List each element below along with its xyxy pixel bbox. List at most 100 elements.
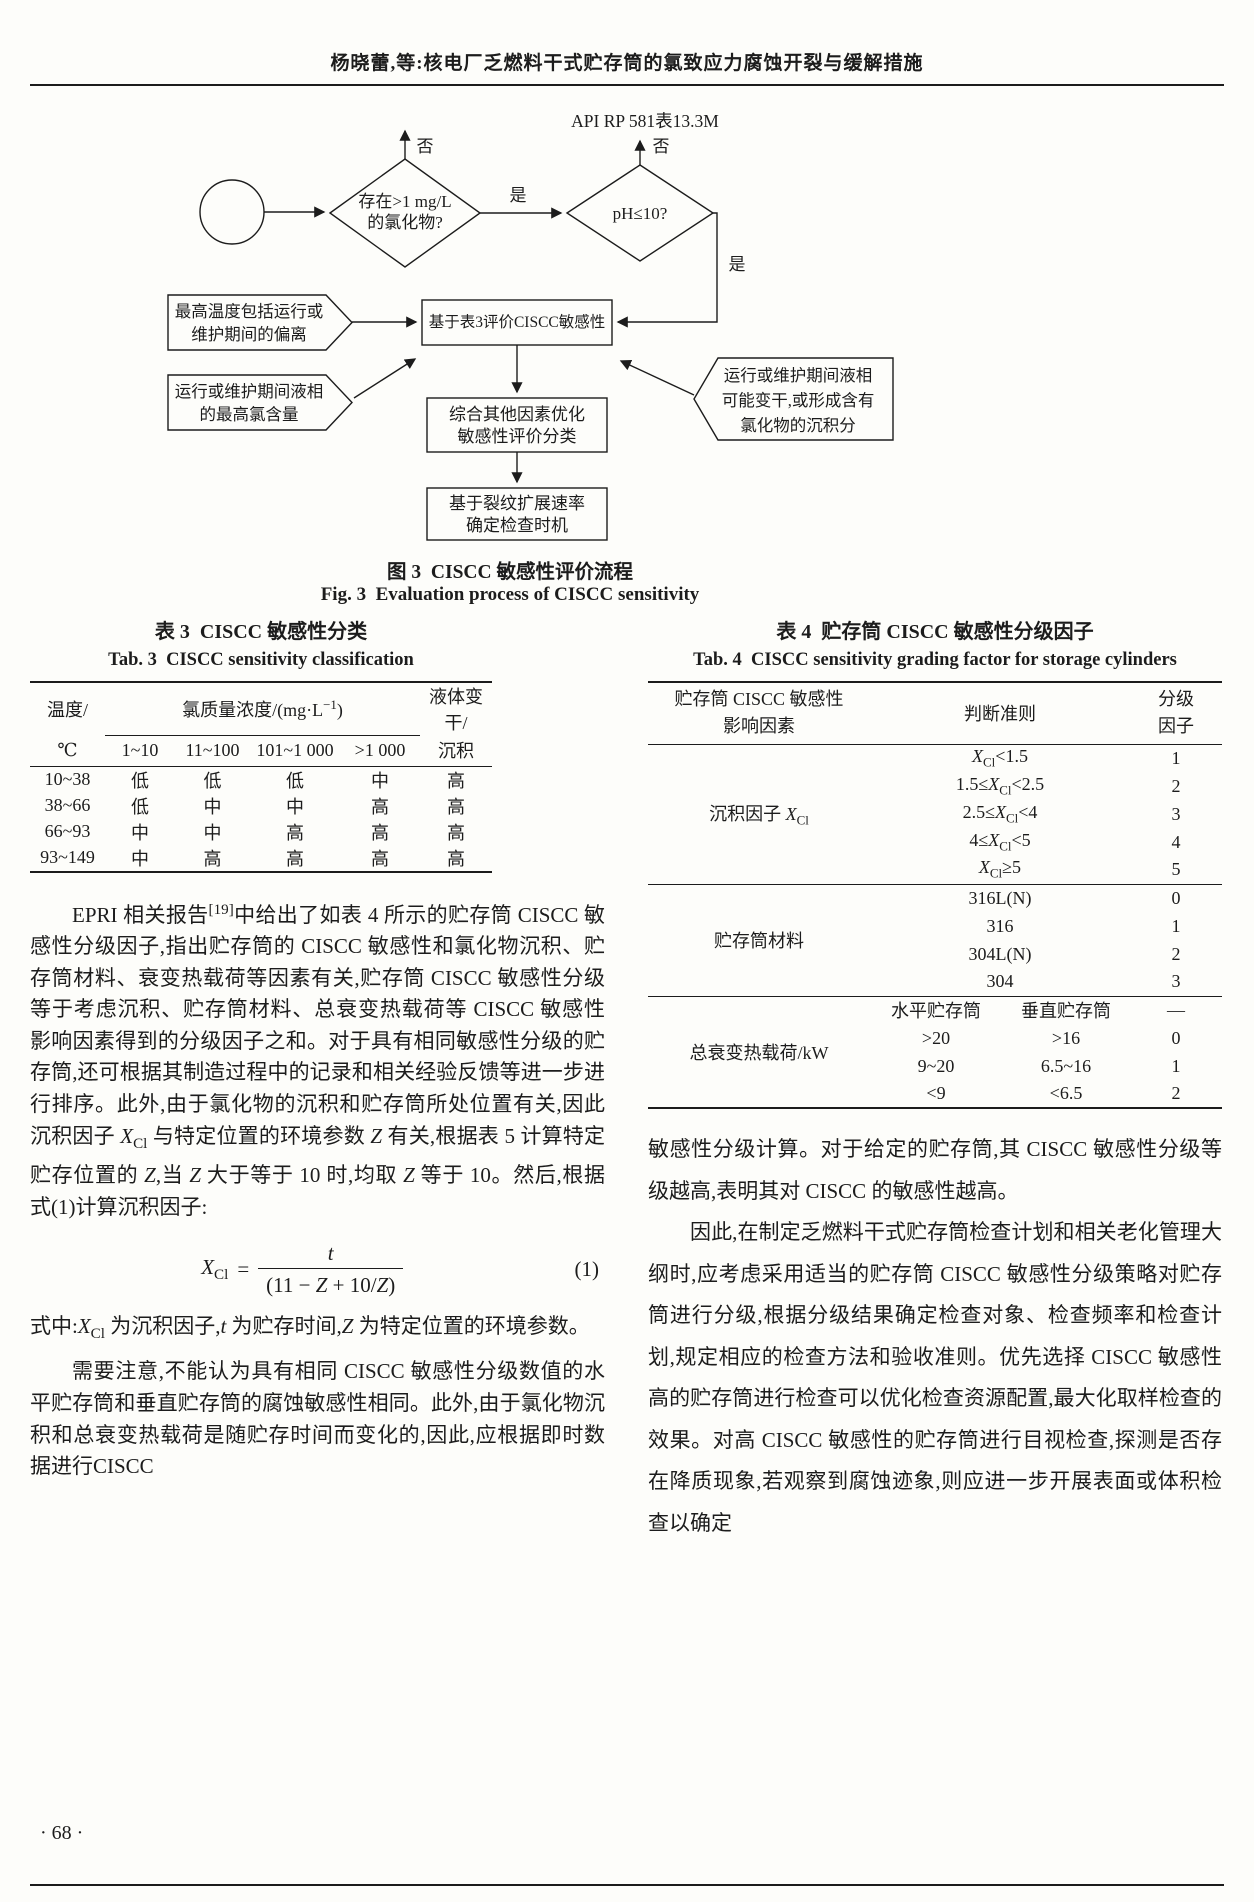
- body-paragraph: 需要注意,不能认为具有相同 CISCC 敏感性分级数值的水平贮存筒和垂直贮存筒的…: [30, 1359, 605, 1479]
- arrow-note2-diagonal: [353, 358, 417, 399]
- equals-sign: =: [237, 1256, 250, 1281]
- cell: 高: [447, 796, 465, 817]
- decision-chloride-line1: 存在>1 mg/L: [358, 192, 452, 211]
- cell: >16: [1051, 1027, 1081, 1048]
- header-grade-line2: 因子: [1158, 716, 1194, 737]
- note-max-chloride-shape: [167, 374, 353, 431]
- cell: 高: [447, 822, 465, 843]
- cell: XCl<1.5: [972, 745, 1028, 770]
- note-max-chloride-line1: 运行或维护期间液相: [174, 382, 324, 401]
- note-max-temp-shape: [167, 294, 353, 351]
- cell: 304L(N): [968, 943, 1032, 964]
- table4-row: 304 3: [648, 968, 1222, 996]
- arrow-ph-yes: [616, 212, 718, 328]
- note-liquid-dry-shape: [693, 357, 894, 441]
- cell: 1: [1171, 747, 1181, 768]
- cell: 304: [986, 971, 1014, 992]
- cell: 2: [1171, 943, 1181, 964]
- cell: 0: [1171, 1027, 1181, 1048]
- header-temp-unit: ℃: [30, 735, 105, 767]
- note-max-temp-text: 最高温度包括运行或 维护期间的偏离: [170, 300, 328, 346]
- cell: 中: [131, 822, 149, 843]
- left-column: 表 3 CISCC 敏感性分类 Tab. 3 CISCC sensitivity…: [30, 615, 605, 1483]
- cell: 2.5≤XCl<4: [962, 801, 1038, 826]
- process-optimize-line1: 综合其他因素优化: [449, 405, 585, 424]
- cell: >20: [921, 1027, 951, 1048]
- table4-row: 9~20 6.5~16 1: [648, 1052, 1222, 1080]
- body-paragraph: EPRI 相关报告[19]中给出了如表 4 所示的贮存筒 CISCC 敏感性分级…: [30, 901, 606, 1220]
- header-chloride: 氯质量浓度/(mg·L−1): [105, 682, 420, 736]
- table4-row: 1.5≤XCl<2.5 2: [648, 772, 1222, 800]
- cell: 9~20: [917, 1055, 955, 1076]
- header-range: 11~100: [175, 735, 250, 767]
- arrow-note-right-diagonal: [619, 360, 695, 396]
- label-yes-2: 是: [728, 255, 746, 274]
- body-paragraph: 因此,在制定乏燃料干式贮存筒检查计划和相关老化管理大纲时,应考虑采用适当的贮存筒…: [648, 1220, 1222, 1535]
- cell: 高: [371, 822, 389, 843]
- figure3-caption-en: Fig. 3 Evaluation process of CISCC sensi…: [320, 584, 700, 605]
- note-max-temp-line1: 最高温度包括运行或: [174, 302, 324, 321]
- process-timing-line2: 确定检查时机: [466, 516, 568, 535]
- cell: 高: [286, 822, 304, 843]
- running-head: 杨晓蕾,等:核电厂乏燃料干式贮存筒的氯致应力腐蚀开裂与缓解措施: [330, 53, 924, 74]
- table4-caption-en: Tab. 4 CISCC sensitivity grading factor …: [693, 650, 1177, 670]
- label-yes-1: 是: [509, 186, 527, 205]
- header-dry: 液体变干/: [429, 687, 483, 733]
- cell: 0: [1130, 883, 1222, 912]
- cell: 1.5≤XCl<2.5: [955, 773, 1045, 798]
- header-criterion: 判断准则: [870, 682, 1130, 745]
- cell: —: [1130, 995, 1222, 1024]
- fraction: t (11 − Z + 10/Z): [258, 1238, 404, 1301]
- equation-body: XCl = t (11 − Z + 10/Z): [30, 1238, 575, 1301]
- cell: 水平贮存筒: [870, 995, 1002, 1024]
- cell: 4: [1171, 831, 1181, 852]
- process-timing-shape: [426, 487, 608, 541]
- cell: 低: [203, 770, 222, 791]
- table4-row: >20 >16 0: [648, 1024, 1222, 1052]
- cell: 垂直贮存筒: [1002, 995, 1130, 1024]
- cell: 中: [286, 796, 304, 817]
- header-factor-line2: 影响因素: [723, 716, 795, 737]
- figure3-flowchart: API RP 581表13.3M 存在>1 mg/L 的氯化物? pH≤10? …: [0, 105, 1254, 615]
- process-timing-line1: 基于裂纹扩展速率: [449, 494, 585, 513]
- table3-caption-zh: 表 3 CISCC 敏感性分类: [154, 621, 368, 643]
- table4-row: <9 <6.5 2: [648, 1080, 1222, 1108]
- process-optimize-line2: 敏感性评价分类: [457, 427, 577, 446]
- cell: 2: [1171, 775, 1181, 796]
- cell: 2: [1171, 1083, 1181, 1103]
- cell: 38~66: [44, 795, 91, 815]
- table4-row: 316 1: [648, 912, 1222, 940]
- table3-header-row2: ℃ 1~10 11~100 101~1 000 >1 000 沉积: [30, 735, 492, 767]
- process-optimize-text: 综合其他因素优化 敏感性评价分类: [427, 404, 607, 448]
- table3-row: 66~93 中 中 高 高 高: [30, 819, 492, 845]
- cell: 低: [286, 770, 304, 791]
- cell: 中: [203, 796, 222, 817]
- header-grade: 分级 因子: [1130, 682, 1222, 745]
- body-paragraph: 敏感性分级计算。对于给定的贮存筒,其 CISCC 敏感性分级等级越高,表明其对 …: [648, 1137, 1222, 1203]
- label-no-1: 否: [416, 137, 434, 156]
- process-evaluate-text: 基于表3评价CISCC敏感性: [428, 314, 606, 331]
- process-timing-text: 基于裂纹扩展速率 确定检查时机: [427, 493, 607, 537]
- body-paragraph: 式中:XCl 为沉积因子,t 为贮存时间,Z 为特定位置的环境参数。: [30, 1313, 590, 1342]
- cell: 高: [286, 848, 304, 869]
- cell: <6.5: [1049, 1083, 1083, 1103]
- note-max-chloride-line2: 的最高氯含量: [199, 405, 299, 424]
- cell: 4≤XCl<5: [969, 829, 1031, 854]
- cell: XCl≥5: [978, 857, 1022, 882]
- table4: 贮存筒 CISCC 敏感性 影响因素 判断准则 分级 因子 沉积因子 XCl X…: [648, 681, 1222, 1109]
- cell: 5: [1171, 859, 1181, 880]
- cell: 316L(N): [870, 883, 1130, 912]
- header-dry-2: 沉积: [420, 735, 492, 767]
- table4-row: 2.5≤XCl<4 3: [648, 800, 1222, 828]
- table4-header-row: 贮存筒 CISCC 敏感性 影响因素 判断准则 分级 因子: [648, 682, 1222, 745]
- decision-chloride-text: 存在>1 mg/L 的氯化物?: [328, 191, 482, 233]
- cell: 3: [1171, 803, 1181, 824]
- factor-label: 贮存筒材料: [648, 883, 870, 996]
- table4-row: 4≤XCl<5 4: [648, 828, 1222, 856]
- cell: 高: [447, 770, 465, 791]
- cell: 66~93: [44, 821, 91, 841]
- table3: 温度/ 氯质量浓度/(mg·L−1) 液体变干/ ℃ 1~10 11~100 1…: [30, 681, 492, 873]
- note-liquid-dry-line1: 运行或维护期间液相: [723, 366, 873, 385]
- table4-row: 304L(N) 2: [648, 940, 1222, 968]
